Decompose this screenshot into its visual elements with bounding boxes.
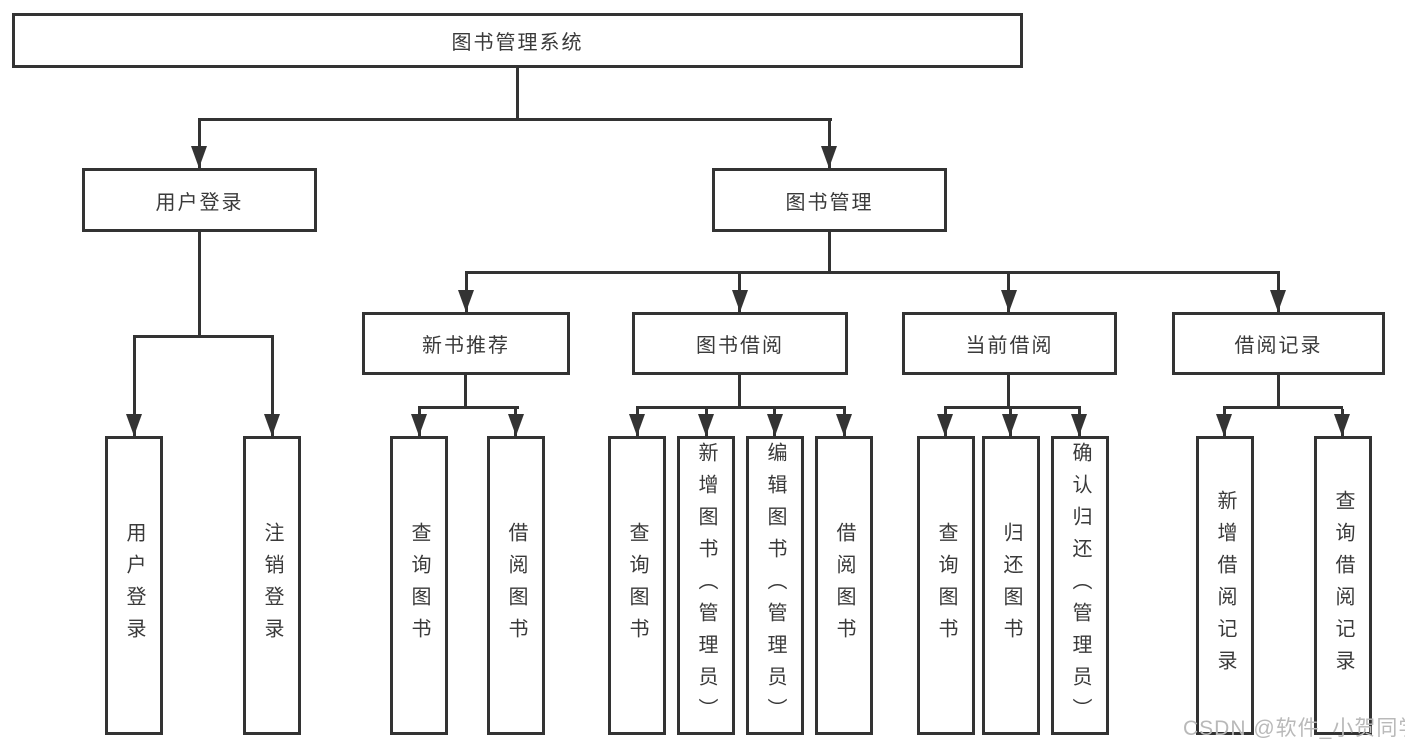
connector-borrow-rail <box>636 406 846 409</box>
arrow-down-icon <box>767 414 783 436</box>
node-label: 用户登录 <box>123 521 145 650</box>
arrow-down-icon <box>508 414 524 436</box>
node-label: 新增借阅记录 <box>1214 489 1236 682</box>
node-label: 查询图书 <box>626 521 648 650</box>
leaf-query-borrow-record: 查询借阅记录 <box>1314 436 1372 735</box>
leaf-confirm-return-admin: 确认归还（管理员） <box>1051 436 1109 735</box>
arrow-down-icon <box>836 414 852 436</box>
node-label: 查询借阅记录 <box>1332 489 1354 682</box>
arrow-down-icon <box>1001 290 1017 312</box>
leaf-add-books-admin: 新增图书（管理员） <box>677 436 735 735</box>
arrow-down-icon <box>1270 290 1286 312</box>
leaf-add-borrow-record: 新增借阅记录 <box>1196 436 1254 735</box>
node-label: 借阅记录 <box>1234 335 1323 357</box>
node-label: 注销登录 <box>261 521 283 650</box>
node-borrow-records: 借阅记录 <box>1172 312 1385 375</box>
connector-records-rail <box>1223 406 1343 409</box>
leaf-logout: 注销登录 <box>243 436 301 735</box>
node-label: 编辑图书（管理员） <box>764 441 786 730</box>
node-label: 查询图书 <box>935 521 957 650</box>
node-label: 借阅图书 <box>505 521 527 650</box>
leaf-user-login: 用户登录 <box>105 436 163 735</box>
arrow-down-icon <box>629 414 645 436</box>
node-book-management: 图书管理 <box>712 168 947 232</box>
node-root-library-system: 图书管理系统 <box>12 13 1023 68</box>
node-label: 图书管理 <box>785 191 874 214</box>
connector-bm-stem <box>828 232 831 274</box>
node-new-book-recommend: 新书推荐 <box>362 312 570 375</box>
arrow-down-icon <box>1216 414 1232 436</box>
connector-root-rail <box>198 118 832 121</box>
connector-drop-book-management <box>828 121 831 168</box>
arrow-down-icon <box>698 414 714 436</box>
connector-login-stem <box>198 232 201 338</box>
node-label: 用户登录 <box>155 191 244 214</box>
arrow-down-icon <box>458 290 474 312</box>
node-label: 当前借阅 <box>965 335 1054 357</box>
arrow-down-icon <box>1071 414 1087 436</box>
connector-borrow-stem <box>738 375 741 409</box>
arrow-down-icon <box>411 414 427 436</box>
connector-recommend-rail <box>418 406 519 409</box>
node-book-borrow: 图书借阅 <box>632 312 848 375</box>
node-label: 图书借阅 <box>696 335 784 357</box>
leaf-query-books-current: 查询图书 <box>917 436 975 735</box>
node-label: 查询图书 <box>408 521 430 650</box>
node-label: 图书管理系统 <box>451 32 584 54</box>
connector-bm-rail <box>465 271 1280 274</box>
arrow-down-icon <box>821 146 837 168</box>
arrow-down-icon <box>264 414 280 436</box>
node-label: 新增图书（管理员） <box>695 441 717 730</box>
node-user-login: 用户登录 <box>82 168 317 232</box>
connector-recommend-stem <box>464 375 467 409</box>
leaf-return-books: 归还图书 <box>982 436 1040 735</box>
arrow-down-icon <box>732 290 748 312</box>
connector-current-stem <box>1007 375 1010 409</box>
connector-records-stem <box>1277 375 1280 409</box>
connector-login-rail <box>133 335 274 338</box>
arrow-down-icon <box>937 414 953 436</box>
arrow-down-icon <box>126 414 142 436</box>
node-label: 归还图书 <box>1000 521 1022 650</box>
leaf-query-books-recommend: 查询图书 <box>390 436 448 735</box>
connector-drop-user-login <box>198 121 201 168</box>
node-current-borrow: 当前借阅 <box>902 312 1117 375</box>
arrow-down-icon <box>1002 414 1018 436</box>
node-label: 新书推荐 <box>422 335 510 357</box>
connector-current-rail <box>944 406 1081 409</box>
leaf-query-books-borrow: 查询图书 <box>608 436 666 735</box>
connector-drop-leaf-login <box>133 338 136 436</box>
node-label: 借阅图书 <box>833 521 855 650</box>
leaf-borrow-books: 借阅图书 <box>815 436 873 735</box>
connector-drop-leaf-logout <box>271 338 274 436</box>
csdn-watermark: CSDN @软件_小贺同学 <box>1183 717 1405 740</box>
arrow-down-icon <box>1334 414 1350 436</box>
connector-root-stem <box>516 68 519 121</box>
leaf-borrow-books-recommend: 借阅图书 <box>487 436 545 735</box>
node-label: 确认归还（管理员） <box>1069 441 1091 730</box>
arrow-down-icon <box>191 146 207 168</box>
leaf-edit-books-admin: 编辑图书（管理员） <box>746 436 804 735</box>
